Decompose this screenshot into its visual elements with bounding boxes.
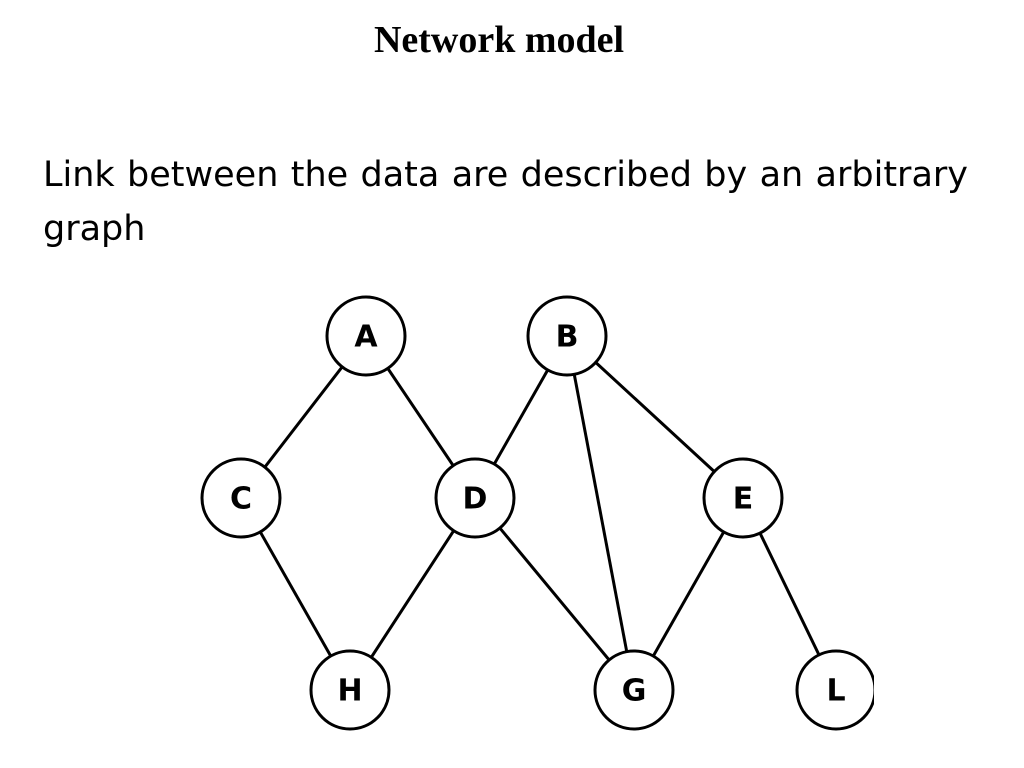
node-circle-b	[526, 295, 608, 377]
node-e: E	[702, 457, 784, 539]
node-circle-h	[309, 649, 391, 731]
edge-d-g	[473, 497, 636, 691]
node-label-l: L	[826, 674, 845, 709]
node-label-e: E	[733, 482, 754, 517]
node-label-h: H	[337, 674, 362, 709]
node-label-g: G	[622, 674, 647, 709]
network-graph-diagram: A B C D E H G L	[198, 288, 874, 738]
node-h: H	[309, 649, 391, 731]
node-label-b: B	[556, 320, 579, 355]
graph-nodes: A B C D E H G L	[200, 295, 874, 731]
slide-body-text: Link between the data are described by a…	[43, 155, 968, 249]
node-circle-a	[325, 295, 407, 377]
node-circle-l	[795, 649, 874, 731]
node-label-c: C	[230, 482, 252, 517]
node-b: B	[526, 295, 608, 377]
node-circle-d	[434, 457, 516, 539]
node-label-a: A	[354, 320, 378, 355]
node-circle-c	[200, 457, 282, 539]
node-circle-g	[593, 649, 675, 731]
node-g: G	[593, 649, 675, 731]
node-c: C	[200, 457, 282, 539]
node-d: D	[434, 457, 516, 539]
edge-b-g	[565, 335, 636, 691]
node-a: A	[325, 295, 407, 377]
slide-title: Network model	[373, 19, 625, 61]
node-label-d: D	[463, 482, 488, 517]
node-circle-e	[702, 457, 784, 539]
node-l: L	[795, 649, 874, 731]
